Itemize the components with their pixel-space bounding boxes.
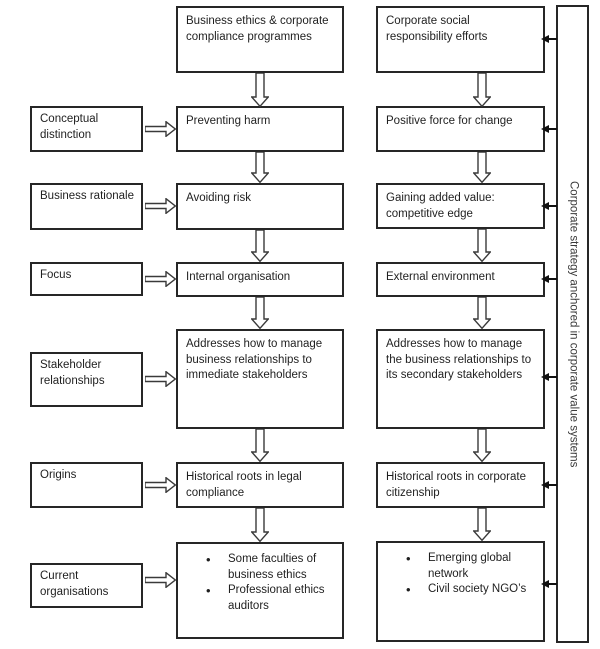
box-internal-organisation: Internal organisation: [176, 262, 344, 297]
right-arrow-icon: [145, 477, 176, 493]
bullet-icon: •: [406, 582, 411, 597]
box-csr-organisations: • Emerging global network • Civil society …: [376, 541, 545, 642]
down-arrow-icon: [473, 297, 491, 329]
bullet-list: • Emerging global network • Civil society …: [386, 547, 537, 598]
left-arrow-icon: [541, 35, 557, 43]
corporate-strategy-sidebar: Corporate strategy anchored in corporate…: [556, 5, 589, 643]
box-csr-header: Corporate social responsibility efforts: [376, 6, 545, 73]
right-arrow-icon: [145, 371, 176, 387]
bullet-text: Emerging global network: [428, 552, 512, 580]
left-arrow-icon: [541, 125, 557, 133]
left-arrow-icon: [541, 275, 557, 283]
bullet-text: Professional ethics auditors: [228, 584, 325, 612]
label-box-business-rationale: Business rationale: [30, 183, 143, 230]
bullet-icon: •: [206, 552, 211, 567]
right-arrow-icon: [145, 121, 176, 137]
right-arrow-icon: [145, 572, 176, 588]
box-immediate-stakeholders: Addresses how to manage business relatio…: [176, 329, 344, 429]
down-arrow-icon: [251, 429, 269, 462]
box-corporate-citizenship-roots: Historical roots in corporate citizenshi…: [376, 462, 545, 508]
down-arrow-icon: [251, 508, 269, 542]
down-arrow-icon: [473, 152, 491, 183]
bullet-text: Some faculties of business ethics: [228, 553, 317, 581]
down-arrow-icon: [473, 508, 491, 541]
label-box-stakeholder-relationships: Stakeholder relationships: [30, 352, 143, 407]
left-arrow-icon: [541, 481, 557, 489]
list-item: • Some faculties of business ethics: [206, 552, 336, 583]
label-box-focus: Focus: [30, 262, 143, 296]
right-arrow-icon: [145, 271, 176, 287]
down-arrow-icon: [251, 152, 269, 183]
down-arrow-icon: [251, 230, 269, 262]
box-preventing-harm: Preventing harm: [176, 106, 344, 152]
bullet-text: Civil society NGO’s: [428, 583, 527, 595]
down-arrow-icon: [473, 229, 491, 262]
label-box-origins: Origins: [30, 462, 143, 508]
left-arrow-icon: [541, 373, 557, 381]
down-arrow-icon: [251, 73, 269, 107]
box-added-value: Gaining added value: competitive edge: [376, 183, 545, 229]
bullet-list: • Some faculties of business ethics • Prof…: [186, 548, 336, 614]
box-external-environment: External environment: [376, 262, 545, 297]
down-arrow-icon: [473, 73, 491, 107]
box-positive-force: Positive force for change: [376, 106, 545, 152]
down-arrow-icon: [251, 297, 269, 329]
list-item: • Professional ethics auditors: [206, 583, 336, 614]
left-arrow-icon: [541, 580, 557, 588]
box-compliance-organisations: • Some faculties of business ethics • Prof…: [176, 542, 344, 639]
sidebar-vertical-text: Corporate strategy anchored in corporate…: [567, 180, 580, 468]
list-item: • Civil society NGO’s: [406, 582, 537, 598]
box-business-ethics-header: Business ethics & corporate compliance p…: [176, 6, 344, 73]
left-arrow-icon: [541, 202, 557, 210]
bullet-icon: •: [206, 583, 211, 598]
list-item: • Emerging global network: [406, 551, 537, 582]
box-avoiding-risk: Avoiding risk: [176, 183, 344, 230]
box-legal-compliance-roots: Historical roots in legal compliance: [176, 462, 344, 508]
label-box-current-organisations: Current organisations: [30, 563, 143, 608]
bullet-icon: •: [406, 551, 411, 566]
right-arrow-icon: [145, 198, 176, 214]
label-box-conceptual-distinction: Conceptual distinction: [30, 106, 143, 152]
down-arrow-icon: [473, 429, 491, 462]
box-secondary-stakeholders: Addresses how to manage the business rel…: [376, 329, 545, 429]
